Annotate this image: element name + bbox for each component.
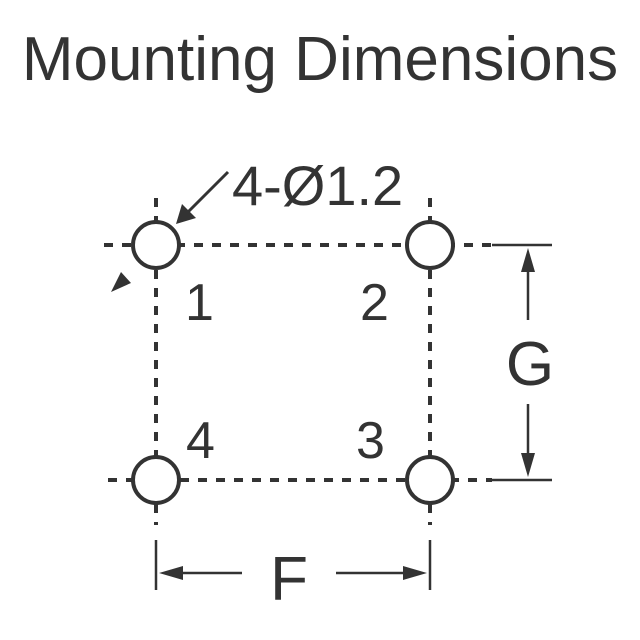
pin-label-2: 2 — [360, 274, 389, 332]
dimension-f-arrow-right — [403, 566, 427, 580]
callout-leader — [111, 170, 230, 292]
mounting-hole-2 — [405, 220, 455, 270]
mounting-hole-4 — [131, 455, 181, 505]
callout-arrowhead — [176, 204, 196, 224]
pin-label-3: 3 — [356, 412, 385, 470]
dimension-g-arrow-bottom — [521, 453, 535, 477]
dimension-f — [154, 540, 432, 590]
callout-arrowhead-outer — [111, 272, 131, 292]
dimension-g-arrow-top — [521, 248, 535, 272]
diagram-title: Mounting Dimensions — [22, 25, 618, 94]
dimension-g — [492, 243, 552, 482]
mounting-hole-3 — [405, 455, 455, 505]
dimension-g-label: G — [506, 330, 554, 399]
pin-label-1: 1 — [185, 274, 214, 332]
dimension-f-arrow-left — [159, 566, 183, 580]
hole-callout-label: 4-Ø1.2 — [232, 154, 403, 217]
dimension-f-label: F — [270, 545, 308, 614]
mounting-hole-1 — [131, 220, 181, 270]
mounting-holes — [131, 220, 455, 505]
pin-label-4: 4 — [186, 412, 215, 470]
